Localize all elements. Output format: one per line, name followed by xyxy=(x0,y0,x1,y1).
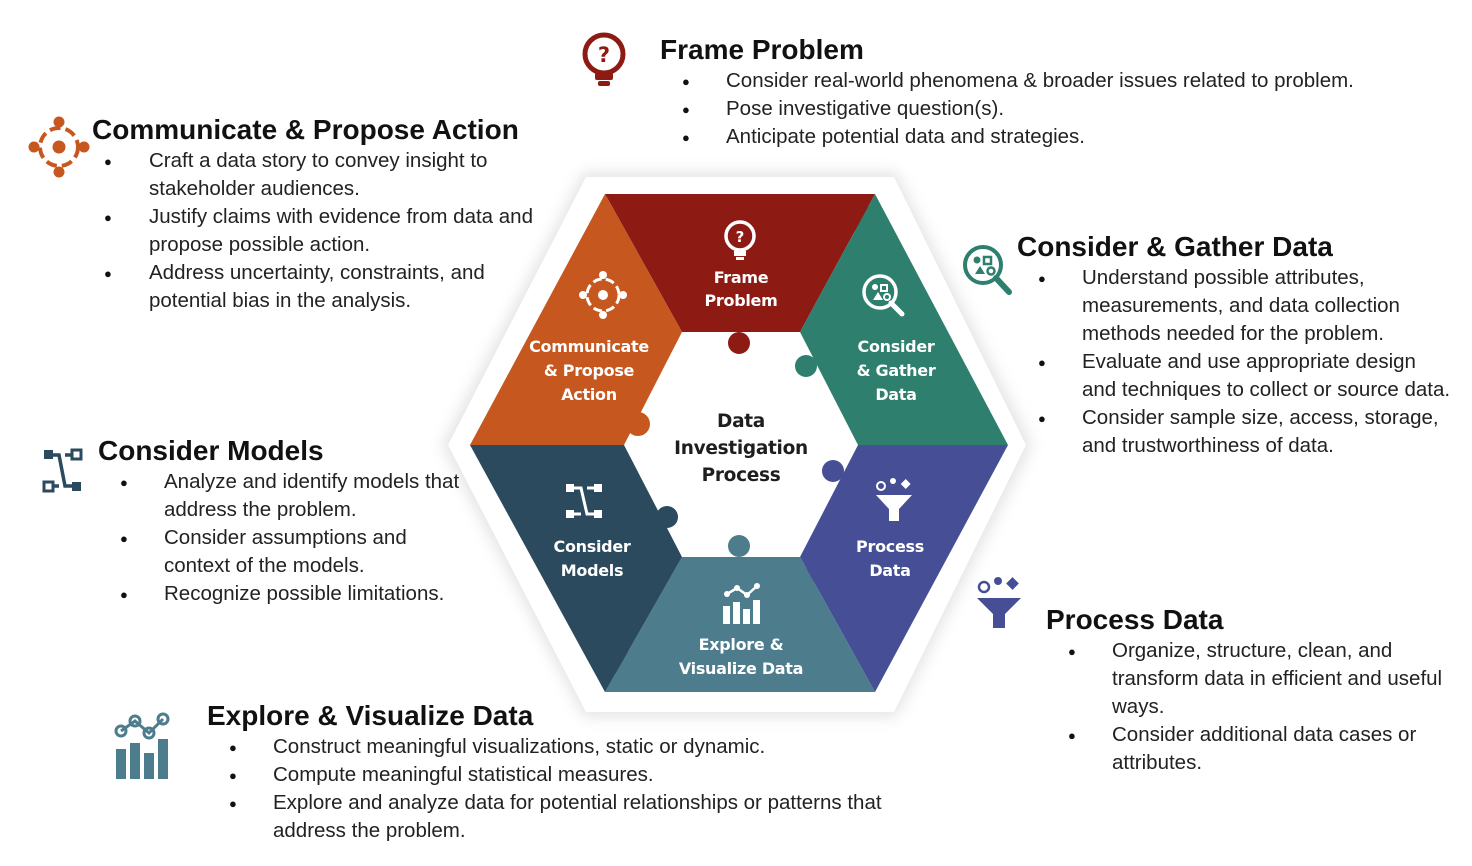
section-explore-bullets: Construct meaningful visualizations, sta… xyxy=(229,733,893,845)
piece-gather-shape xyxy=(800,194,1008,445)
piece-communicate-shape xyxy=(470,194,682,445)
piece-models-tab-right xyxy=(656,506,678,528)
piece-process-label-1: Process xyxy=(856,537,924,556)
section-communicate-title: Communicate & Propose Action xyxy=(92,114,519,145)
piece-communicate-tab-right xyxy=(626,412,650,436)
section-gather-bullets: Understand possible attributes, measurem… xyxy=(1038,264,1452,460)
bullet-item: Consider real-world phenomena & broader … xyxy=(682,67,1440,96)
piece-communicate-label-3: Action xyxy=(561,385,617,404)
piece-models xyxy=(470,439,682,692)
process-section-icon xyxy=(977,577,1021,628)
piece-process-shape xyxy=(800,445,1008,692)
bullet-item: Construct meaningful visualizations, sta… xyxy=(229,733,893,762)
target-dots-icon xyxy=(579,271,627,319)
piece-gather-tab-bottom xyxy=(909,424,935,450)
piece-process-label-2: Data xyxy=(869,561,910,580)
flow-model-icon xyxy=(566,484,602,518)
section-frame-bullets: Consider real-world phenomena & broader … xyxy=(682,67,1440,152)
piece-communicate-label-2: & Propose xyxy=(544,361,635,380)
piece-frame-label-2: Problem xyxy=(705,291,778,310)
bullet-item: Craft a data story to convey insight to … xyxy=(104,147,539,203)
piece-gather xyxy=(795,194,1008,450)
bar-chart-icon xyxy=(723,583,760,624)
piece-communicate-label-1: Communicate xyxy=(529,337,649,356)
bullet-item: Recognize possible limitations. xyxy=(120,580,464,609)
models-section-icon xyxy=(42,448,83,493)
piece-gather-label-2: & Gather xyxy=(857,361,936,380)
section-gather-title: Consider & Gather Data xyxy=(1017,231,1333,262)
svg-text:?: ? xyxy=(598,43,610,67)
svg-text:?: ? xyxy=(736,228,745,246)
bullet-item: Compute meaningful statistical measures. xyxy=(229,761,893,790)
piece-frame-shape xyxy=(605,194,875,332)
piece-explore-label-2: Visualize Data xyxy=(679,659,803,678)
piece-explore-tab-top xyxy=(728,535,750,557)
piece-models-shape xyxy=(470,445,682,692)
bullet-item: Pose investigative question(s). xyxy=(682,95,1440,124)
piece-gather-label-1: Consider xyxy=(858,337,935,356)
bullet-item: Consider sample size, access, storage, a… xyxy=(1038,404,1452,460)
piece-gather-label-3: Data xyxy=(875,385,916,404)
section-process-title: Process Data xyxy=(1046,604,1224,635)
section-process-bullets: Organize, structure, clean, and transfor… xyxy=(1068,637,1452,777)
section-consider-models: Consider Models Analyze and identify mod… xyxy=(98,434,468,609)
piece-process-tab-left xyxy=(822,460,844,482)
section-models-title: Consider Models xyxy=(98,435,324,466)
section-communicate-bullets: Craft a data story to convey insight to … xyxy=(104,147,539,315)
section-frame-problem: Frame Problem Consider real-world phenom… xyxy=(660,33,1440,152)
piece-process xyxy=(800,445,1008,692)
piece-frame-tab-bottom xyxy=(728,332,750,354)
section-models-bullets: Analyze and identify models that address… xyxy=(120,468,464,609)
notch-1 xyxy=(644,307,660,323)
center-title-2: Investigation xyxy=(674,438,808,459)
section-communicate: Communicate & Propose Action Craft a dat… xyxy=(92,113,552,315)
section-gather-data: Consider & Gather Data Understand possib… xyxy=(1017,230,1457,460)
center-hole xyxy=(624,332,858,557)
piece-gather-tab-left xyxy=(795,355,817,377)
center-title-1: Data xyxy=(717,411,765,432)
piece-models-label-2: Models xyxy=(561,561,623,580)
section-explore-visualize: Explore & Visualize Data Construct meani… xyxy=(207,699,907,845)
section-process-data: Process Data Organize, structure, clean,… xyxy=(1046,603,1466,777)
communicate-section-icon xyxy=(28,116,90,178)
bullet-item: Consider assumptions and context of the … xyxy=(120,524,464,580)
section-explore-title: Explore & Visualize Data xyxy=(207,700,534,731)
magnifier-shapes-icon xyxy=(862,274,905,317)
piece-models-label-1: Consider xyxy=(554,537,631,556)
bullet-item: Consider additional data cases or attrib… xyxy=(1068,721,1452,777)
center-title-3: Process xyxy=(702,465,781,486)
explore-section-icon xyxy=(114,712,170,779)
bullet-item: Organize, structure, clean, and transfor… xyxy=(1068,637,1452,721)
bullet-item: Anticipate potential data and strategies… xyxy=(682,123,1440,152)
piece-explore-shape xyxy=(605,557,875,692)
question-lightbulb-icon: ? xyxy=(724,220,756,260)
bullet-item: Justify claims with evidence from data a… xyxy=(104,203,539,259)
bullet-item: Evaluate and use appropriate design and … xyxy=(1038,348,1452,404)
bullet-item: Address uncertainty, constraints, and po… xyxy=(104,259,539,315)
gather-section-icon xyxy=(963,245,1012,295)
bullet-item: Explore and analyze data for potential r… xyxy=(229,789,893,845)
bullet-item: Analyze and identify models that address… xyxy=(120,468,464,524)
piece-models-tab-top xyxy=(539,439,565,465)
piece-frame-label-1: Frame xyxy=(714,268,769,287)
frame-section-icon: ? xyxy=(582,32,626,86)
piece-explore-label-1: Explore & xyxy=(699,635,784,654)
section-frame-title: Frame Problem xyxy=(660,34,864,65)
bullet-item: Understand possible attributes, measurem… xyxy=(1038,264,1452,348)
piece-process-tab-bottom xyxy=(806,559,830,583)
